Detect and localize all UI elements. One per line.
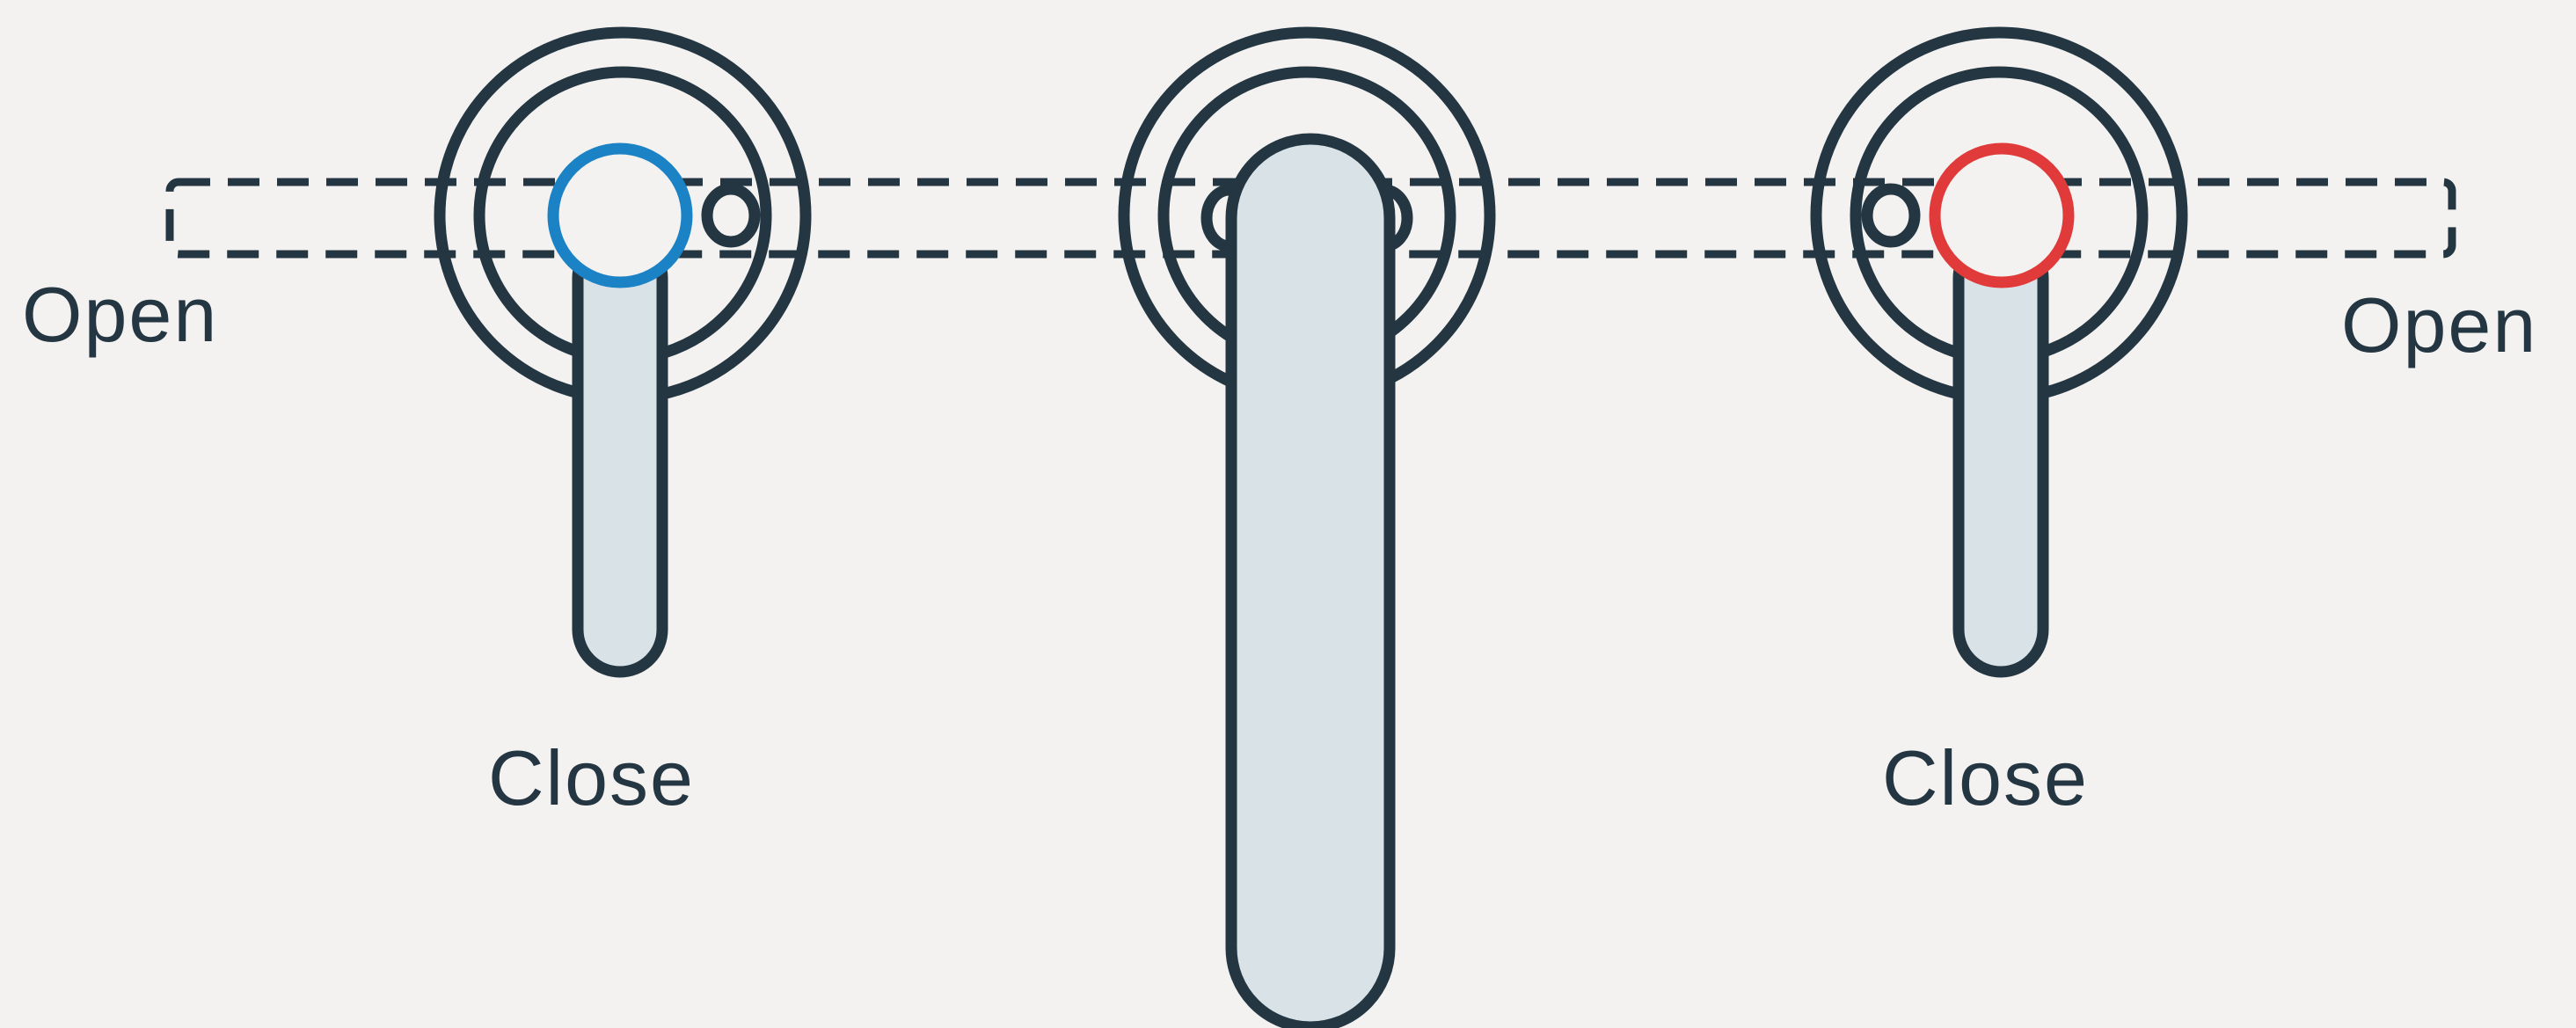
hot-water-valve-icon xyxy=(1810,26,2188,678)
hot-valve-indicator-cover xyxy=(1930,143,2074,288)
left-open-label: Open xyxy=(22,271,218,358)
cold-indicator-ring xyxy=(547,142,693,288)
spout-icon xyxy=(1118,26,1496,1028)
hot-valve-pin xyxy=(1861,183,1921,248)
right-open-label: Open xyxy=(2341,281,2537,368)
spout-body xyxy=(1225,133,1396,1028)
cold-valve-lever xyxy=(572,230,668,678)
right-close-label: Close xyxy=(1882,734,2089,821)
cold-valve-pin xyxy=(701,183,761,248)
cold-water-valve-icon xyxy=(434,26,812,678)
left-close-label: Close xyxy=(488,734,695,821)
cold-valve-indicator-cover xyxy=(548,143,692,288)
hot-valve-lever xyxy=(1952,230,2049,678)
hot-indicator-ring xyxy=(1929,142,2075,288)
